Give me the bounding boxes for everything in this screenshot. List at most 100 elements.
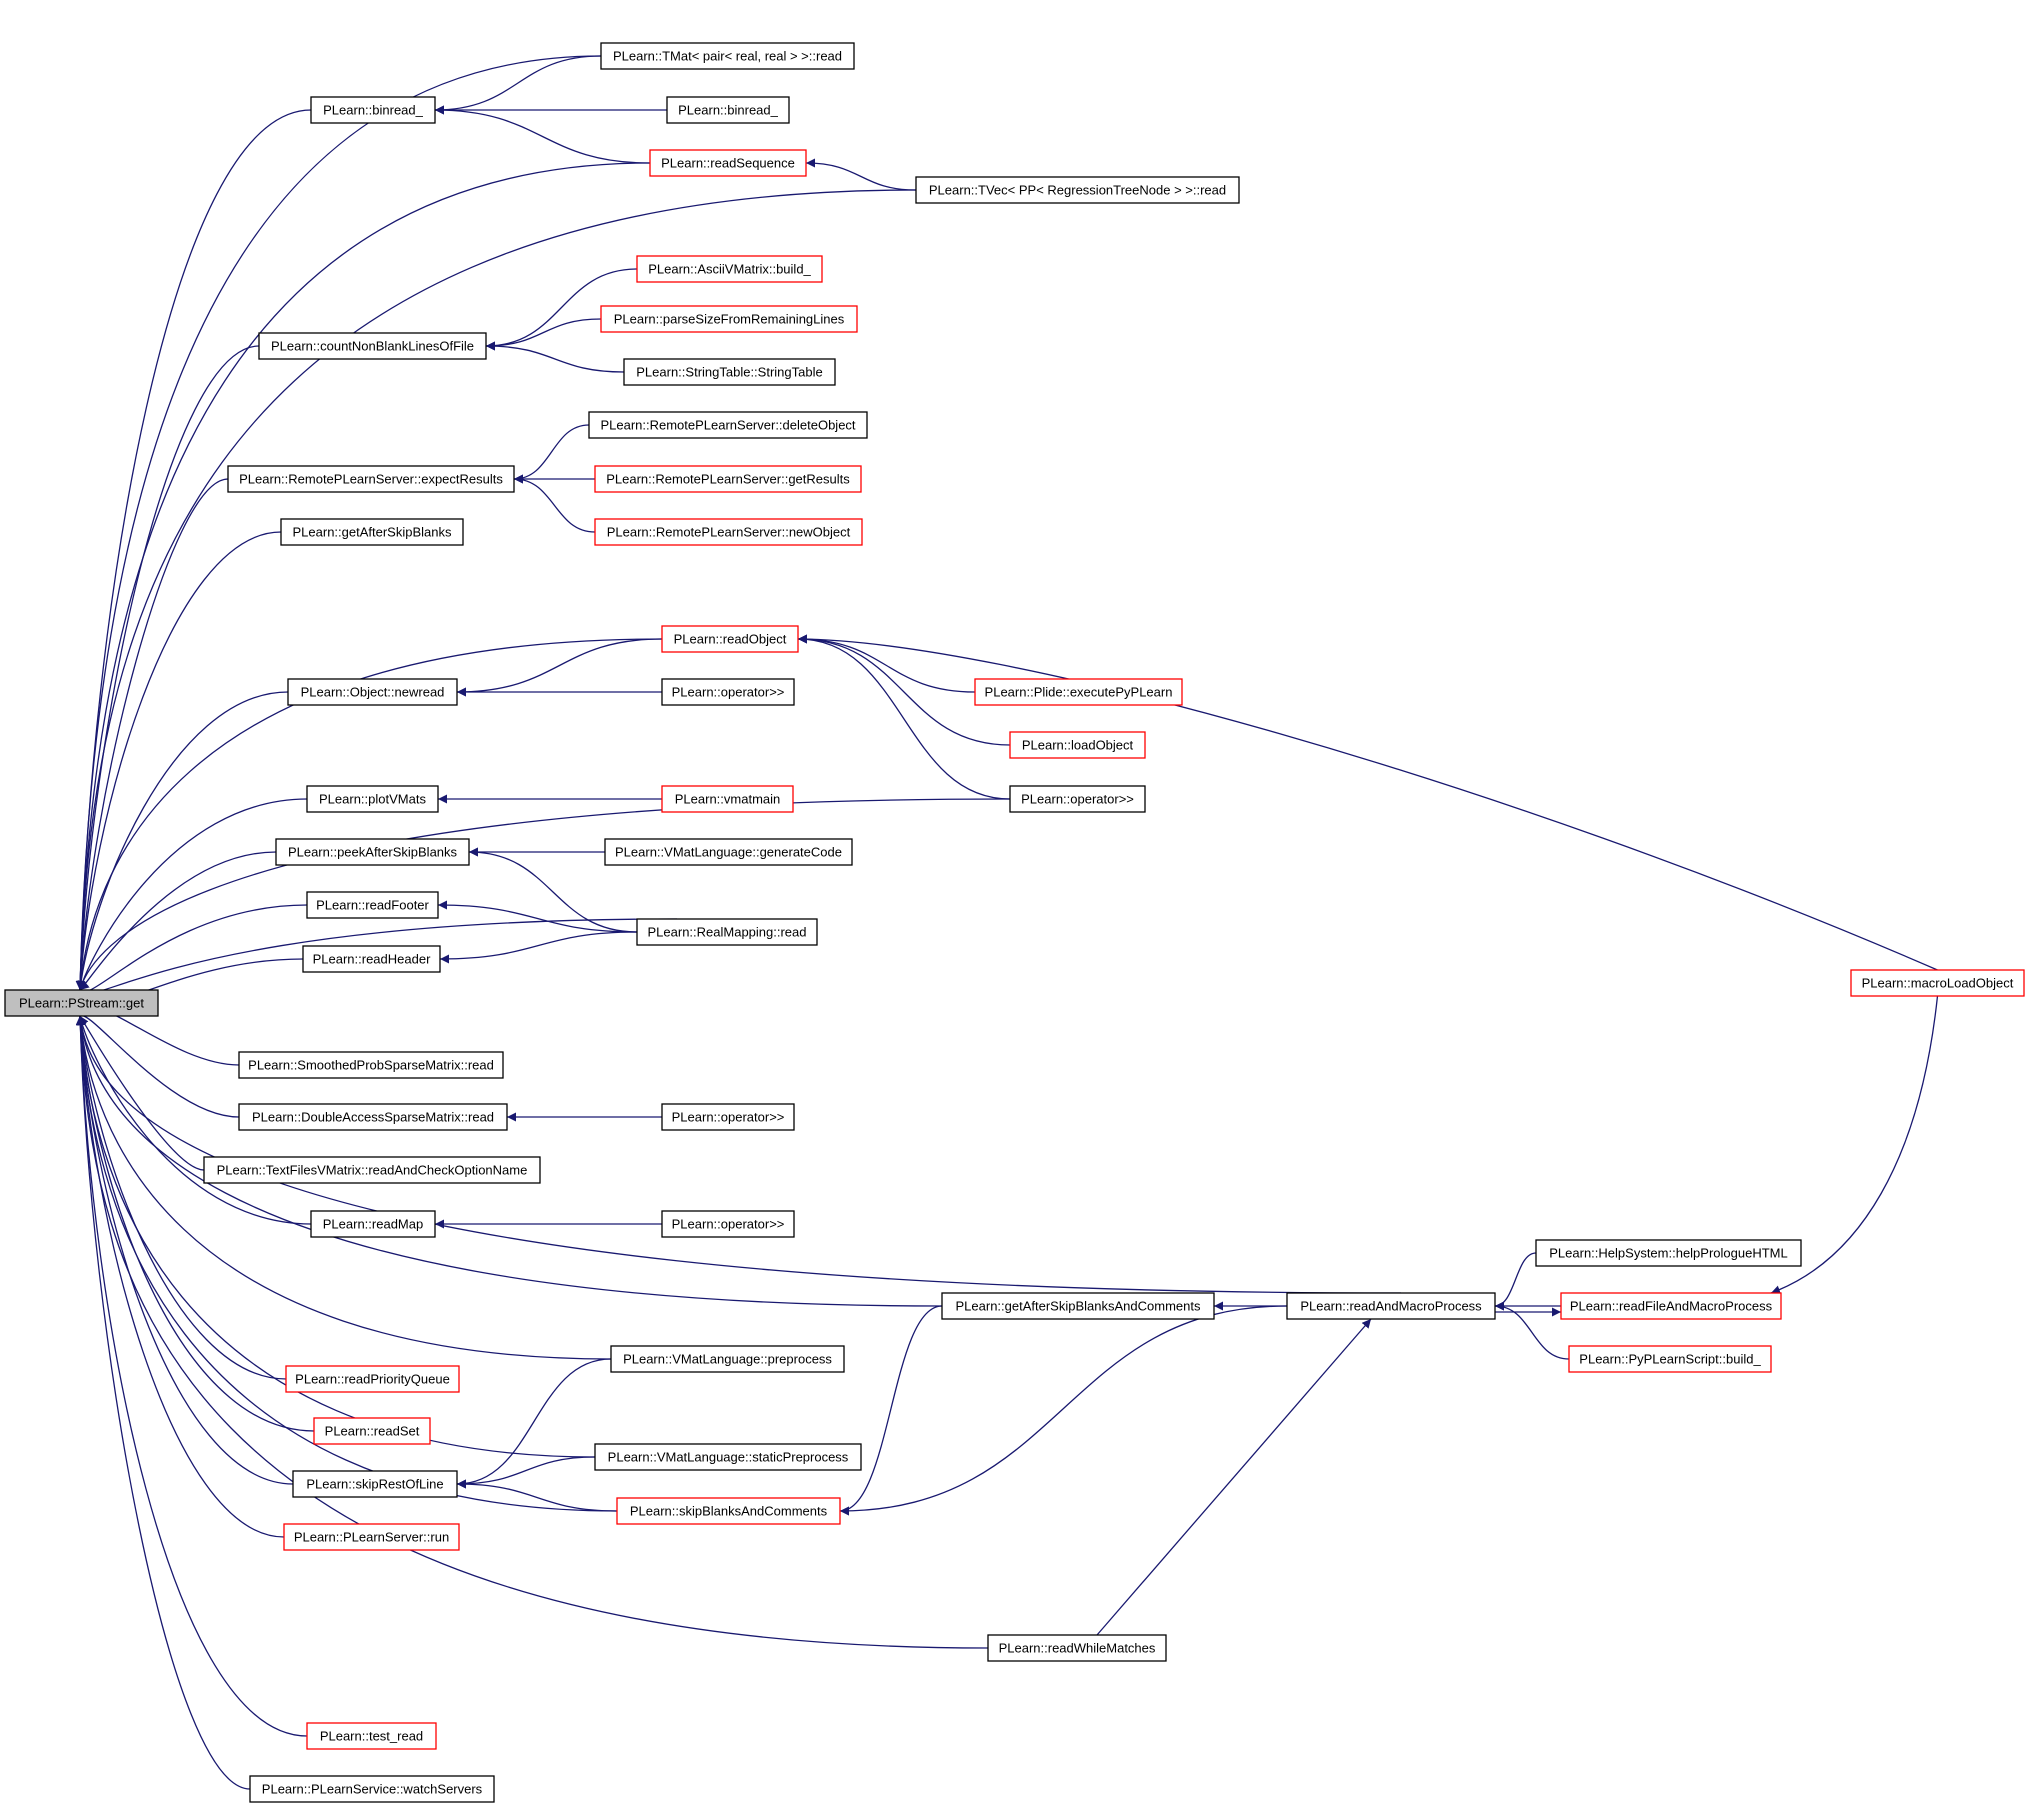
node-skipRestOfLine[interactable]: PLearn::skipRestOfLine xyxy=(292,1470,458,1498)
node-box[interactable] xyxy=(1568,1345,1772,1373)
node-readSequence[interactable]: PLearn::readSequence xyxy=(649,149,807,177)
node-getAfterSkipBlanks[interactable]: PLearn::getAfterSkipBlanks xyxy=(280,518,464,546)
node-getAfterSkipBlanksAndComments[interactable]: PLearn::getAfterSkipBlanksAndComments xyxy=(941,1292,1215,1320)
node-box[interactable] xyxy=(987,1634,1167,1662)
node-box[interactable] xyxy=(1009,785,1146,813)
node-box[interactable] xyxy=(306,785,439,813)
node-box[interactable] xyxy=(594,465,862,493)
node-op4[interactable]: PLearn::operator>> xyxy=(661,1210,795,1238)
node-smoothed_read[interactable]: PLearn::SmoothedProbSparseMatrix::read xyxy=(238,1051,504,1079)
node-readFooter[interactable]: PLearn::readFooter xyxy=(306,891,439,919)
node-box[interactable] xyxy=(310,1210,436,1238)
node-box[interactable] xyxy=(636,255,823,283)
node-rps_getResults[interactable]: PLearn::RemotePLearnServer::getResults xyxy=(594,465,862,493)
node-box[interactable] xyxy=(661,785,794,813)
node-rps_expect[interactable]: PLearn::RemotePLearnServer::expectResult… xyxy=(227,465,515,493)
node-vml_staticPreprocess[interactable]: PLearn::VMatLanguage::staticPreprocess xyxy=(594,1443,862,1471)
node-vml_preprocess[interactable]: PLearn::VMatLanguage::preprocess xyxy=(610,1345,845,1373)
node-op3[interactable]: PLearn::operator>> xyxy=(661,1103,795,1131)
node-skipBlanksAndComments[interactable]: PLearn::skipBlanksAndComments xyxy=(616,1497,841,1525)
node-vmatmain[interactable]: PLearn::vmatmain xyxy=(661,785,794,813)
root-node[interactable]: PLearn::PStream::get xyxy=(4,989,159,1017)
node-box[interactable] xyxy=(623,358,836,386)
node-box[interactable] xyxy=(227,465,515,493)
node-box[interactable] xyxy=(661,678,795,706)
node-box[interactable] xyxy=(203,1156,541,1184)
node-readAndMacroProcess[interactable]: PLearn::readAndMacroProcess xyxy=(1286,1292,1496,1320)
node-box[interactable] xyxy=(283,1523,460,1551)
node-box[interactable] xyxy=(604,838,853,866)
node-readWhileMatches[interactable]: PLearn::readWhileMatches xyxy=(987,1634,1167,1662)
node-box[interactable] xyxy=(661,1210,795,1238)
node-box[interactable] xyxy=(616,1497,841,1525)
node-box[interactable] xyxy=(285,1365,460,1393)
node-tvec_read[interactable]: PLearn::TVec< PP< RegressionTreeNode > >… xyxy=(915,176,1240,204)
node-pyplearn_build[interactable]: PLearn::PyPLearnScript::build_ xyxy=(1568,1345,1772,1373)
node-box[interactable] xyxy=(600,305,858,333)
node-box[interactable] xyxy=(661,1103,795,1131)
node-box[interactable] xyxy=(600,42,855,70)
node-box[interactable] xyxy=(287,678,458,706)
node-box[interactable] xyxy=(306,891,439,919)
node-tmat_read[interactable]: PLearn::TMat< pair< real, real > >::read xyxy=(600,42,855,70)
node-op1[interactable]: PLearn::operator>> xyxy=(661,678,795,706)
node-box[interactable] xyxy=(661,625,799,653)
node-box[interactable] xyxy=(594,518,863,546)
node-plearnServer_run[interactable]: PLearn::PLearnServer::run xyxy=(283,1523,460,1551)
node-textFiles[interactable]: PLearn::TextFilesVMatrix::readAndCheckOp… xyxy=(203,1156,541,1184)
node-box[interactable] xyxy=(941,1292,1215,1320)
node-binread[interactable]: PLearn::binread_ xyxy=(310,96,436,124)
node-countNonBlank[interactable]: PLearn::countNonBlankLinesOfFile xyxy=(258,332,487,360)
node-parseSize[interactable]: PLearn::parseSizeFromRemainingLines xyxy=(600,305,858,333)
node-box[interactable] xyxy=(1535,1239,1802,1267)
node-box[interactable] xyxy=(594,1443,862,1471)
node-box[interactable] xyxy=(313,1417,431,1445)
root-node-box[interactable] xyxy=(4,989,159,1017)
node-readFileAndMacroProcess[interactable]: PLearn::readFileAndMacroProcess xyxy=(1560,1292,1782,1320)
node-test_read[interactable]: PLearn::test_read xyxy=(306,1722,437,1750)
node-box[interactable] xyxy=(306,1722,437,1750)
node-plide_exec[interactable]: PLearn::Plide::executePyPLearn xyxy=(974,678,1183,706)
node-helpPrologue[interactable]: PLearn::HelpSystem::helpPrologueHTML xyxy=(1535,1239,1802,1267)
node-vml_generateCode[interactable]: PLearn::VMatLanguage::generateCode xyxy=(604,838,853,866)
node-box[interactable] xyxy=(310,96,436,124)
node-binread2[interactable]: PLearn::binread_ xyxy=(666,96,790,124)
node-box[interactable] xyxy=(974,678,1183,706)
node-box[interactable] xyxy=(249,1775,495,1803)
node-ascii_build[interactable]: PLearn::AsciiVMatrix::build_ xyxy=(636,255,823,283)
node-realMapping_read[interactable]: PLearn::RealMapping::read xyxy=(636,918,818,946)
node-rps_newObject[interactable]: PLearn::RemotePLearnServer::newObject xyxy=(594,518,863,546)
node-dasm_read[interactable]: PLearn::DoubleAccessSparseMatrix::read xyxy=(238,1103,508,1131)
node-box[interactable] xyxy=(258,332,487,360)
node-box[interactable] xyxy=(915,176,1240,204)
node-readSet[interactable]: PLearn::readSet xyxy=(313,1417,431,1445)
node-box[interactable] xyxy=(1009,731,1146,759)
node-loadObject[interactable]: PLearn::loadObject xyxy=(1009,731,1146,759)
node-plotVMats[interactable]: PLearn::plotVMats xyxy=(306,785,439,813)
node-box[interactable] xyxy=(238,1103,508,1131)
node-box[interactable] xyxy=(302,945,441,973)
node-box[interactable] xyxy=(1850,969,2025,997)
node-rps_delete[interactable]: PLearn::RemotePLearnServer::deleteObject xyxy=(588,411,868,439)
node-box[interactable] xyxy=(280,518,464,546)
node-macroLoadObject[interactable]: PLearn::macroLoadObject xyxy=(1850,969,2025,997)
node-box[interactable] xyxy=(275,838,470,866)
node-op2[interactable]: PLearn::operator>> xyxy=(1009,785,1146,813)
node-readPriorityQueue[interactable]: PLearn::readPriorityQueue xyxy=(285,1365,460,1393)
node-box[interactable] xyxy=(649,149,807,177)
node-readHeader[interactable]: PLearn::readHeader xyxy=(302,945,441,973)
node-peekAfterSkipBlanks[interactable]: PLearn::peekAfterSkipBlanks xyxy=(275,838,470,866)
node-obj_newread[interactable]: PLearn::Object::newread xyxy=(287,678,458,706)
node-stringTable[interactable]: PLearn::StringTable::StringTable xyxy=(623,358,836,386)
node-box[interactable] xyxy=(666,96,790,124)
node-readObject[interactable]: PLearn::readObject xyxy=(661,625,799,653)
node-box[interactable] xyxy=(636,918,818,946)
node-watchServers[interactable]: PLearn::PLearnService::watchServers xyxy=(249,1775,495,1803)
node-box[interactable] xyxy=(238,1051,504,1079)
node-box[interactable] xyxy=(610,1345,845,1373)
node-box[interactable] xyxy=(1560,1292,1782,1320)
node-box[interactable] xyxy=(588,411,868,439)
node-box[interactable] xyxy=(292,1470,458,1498)
node-box[interactable] xyxy=(1286,1292,1496,1320)
node-readMap[interactable]: PLearn::readMap xyxy=(310,1210,436,1238)
